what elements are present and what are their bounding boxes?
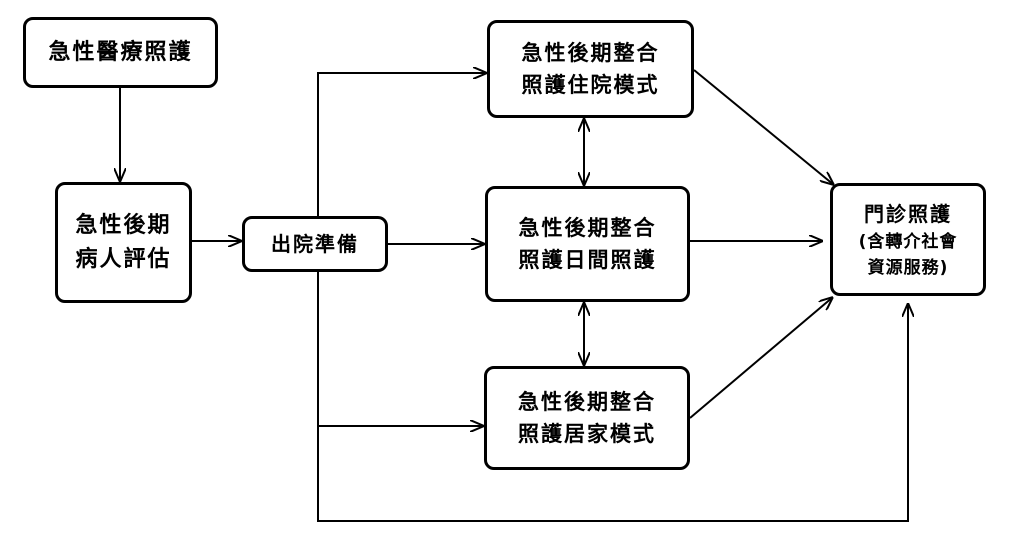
node-pac-inpatient-line1: 急性後期整合 [521,41,660,65]
node-outpatient-line1: 門診照護 [864,201,952,226]
node-discharge-planning-label: 出院準備 [271,232,359,256]
arrow-inpatient-to-outpatient [693,69,834,185]
node-pac-assessment-line1: 急性後期 [75,212,172,238]
node-pac-home-line2: 照護居家模式 [518,422,656,446]
node-discharge-planning: 出院準備 [242,216,388,272]
node-pac-inpatient: 急性後期整合 照護住院模式 [487,20,694,118]
arrow-discharge-to-inpatient [317,73,487,216]
arrow-home-to-outpatient [689,297,833,419]
node-pac-home-line1: 急性後期整合 [518,390,656,414]
node-outpatient-line2: (含轉介社會 [858,231,958,252]
node-pac-home: 急性後期整合 照護居家模式 [484,366,690,470]
arrow-discharge-to-outpatient [317,272,908,522]
node-outpatient: 門診照護 (含轉介社會 資源服務) [830,183,986,296]
node-pac-daycare: 急性後期整合 照護日間照護 [485,186,690,302]
node-pac-daycare-line1: 急性後期整合 [518,216,657,240]
node-acute-care-label: 急性醫療照護 [48,39,193,65]
node-acute-care: 急性醫療照護 [23,17,218,88]
node-pac-assessment-line2: 病人評估 [75,246,172,272]
node-pac-daycare-line2: 照護日間照護 [518,248,657,272]
node-pac-inpatient-line2: 照護住院模式 [521,73,660,97]
node-pac-assessment: 急性後期 病人評估 [55,182,192,303]
node-outpatient-line3: 資源服務) [867,257,949,278]
